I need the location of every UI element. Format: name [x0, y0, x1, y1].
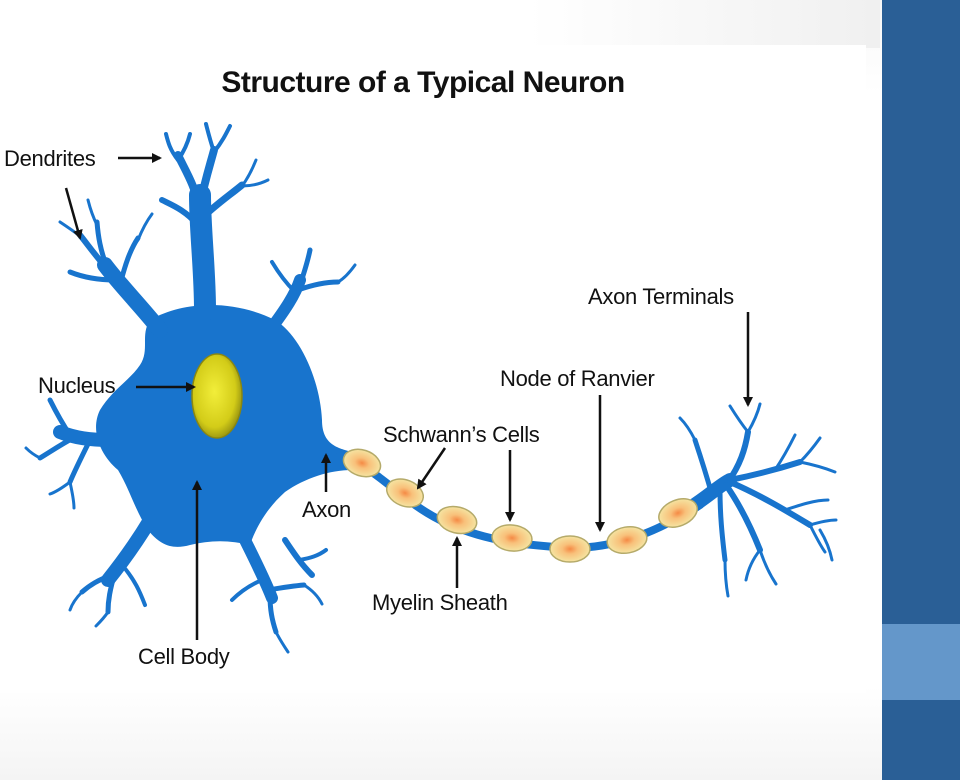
schwann-cell-7 — [658, 498, 698, 528]
dendrite-upper-right — [264, 247, 357, 336]
label-node-of-ranvier: Node of Ranvier — [500, 366, 655, 391]
label-arrows — [64, 153, 753, 640]
label-axon-terminals: Axon Terminals — [588, 284, 734, 309]
label-axon: Axon — [302, 497, 351, 522]
dendrite-left — [24, 397, 117, 510]
schwann-cell-2 — [385, 478, 425, 508]
nucleus-shape — [191, 353, 243, 439]
label-myelin-sheath: Myelin Sheath — [372, 590, 508, 615]
schwann-cells-arrow — [416, 447, 447, 490]
label-cell-body: Cell Body — [138, 644, 230, 669]
schwann-cell-3 — [436, 505, 478, 535]
dendrite-bottom-right — [230, 534, 328, 654]
schwann-cell-5 — [549, 535, 591, 563]
dendrite-top — [159, 122, 270, 321]
dendrites-arrow-down — [64, 187, 83, 240]
schwann-cell-6 — [606, 525, 648, 555]
schwann-cell-1 — [342, 448, 382, 478]
label-schwann-cells: Schwann’s Cells — [383, 422, 540, 447]
side-band-accent — [882, 624, 960, 700]
schwann-cell-4 — [491, 524, 533, 552]
label-nucleus: Nucleus — [38, 373, 116, 398]
axon-terminals-shape — [678, 402, 838, 598]
label-dendrites: Dendrites — [4, 146, 96, 171]
dendrite-bottom-left — [68, 513, 157, 628]
myelin-segments — [342, 448, 698, 563]
slide-background — [0, 0, 880, 48]
diagram-title: Structure of a Typical Neuron — [221, 66, 625, 99]
